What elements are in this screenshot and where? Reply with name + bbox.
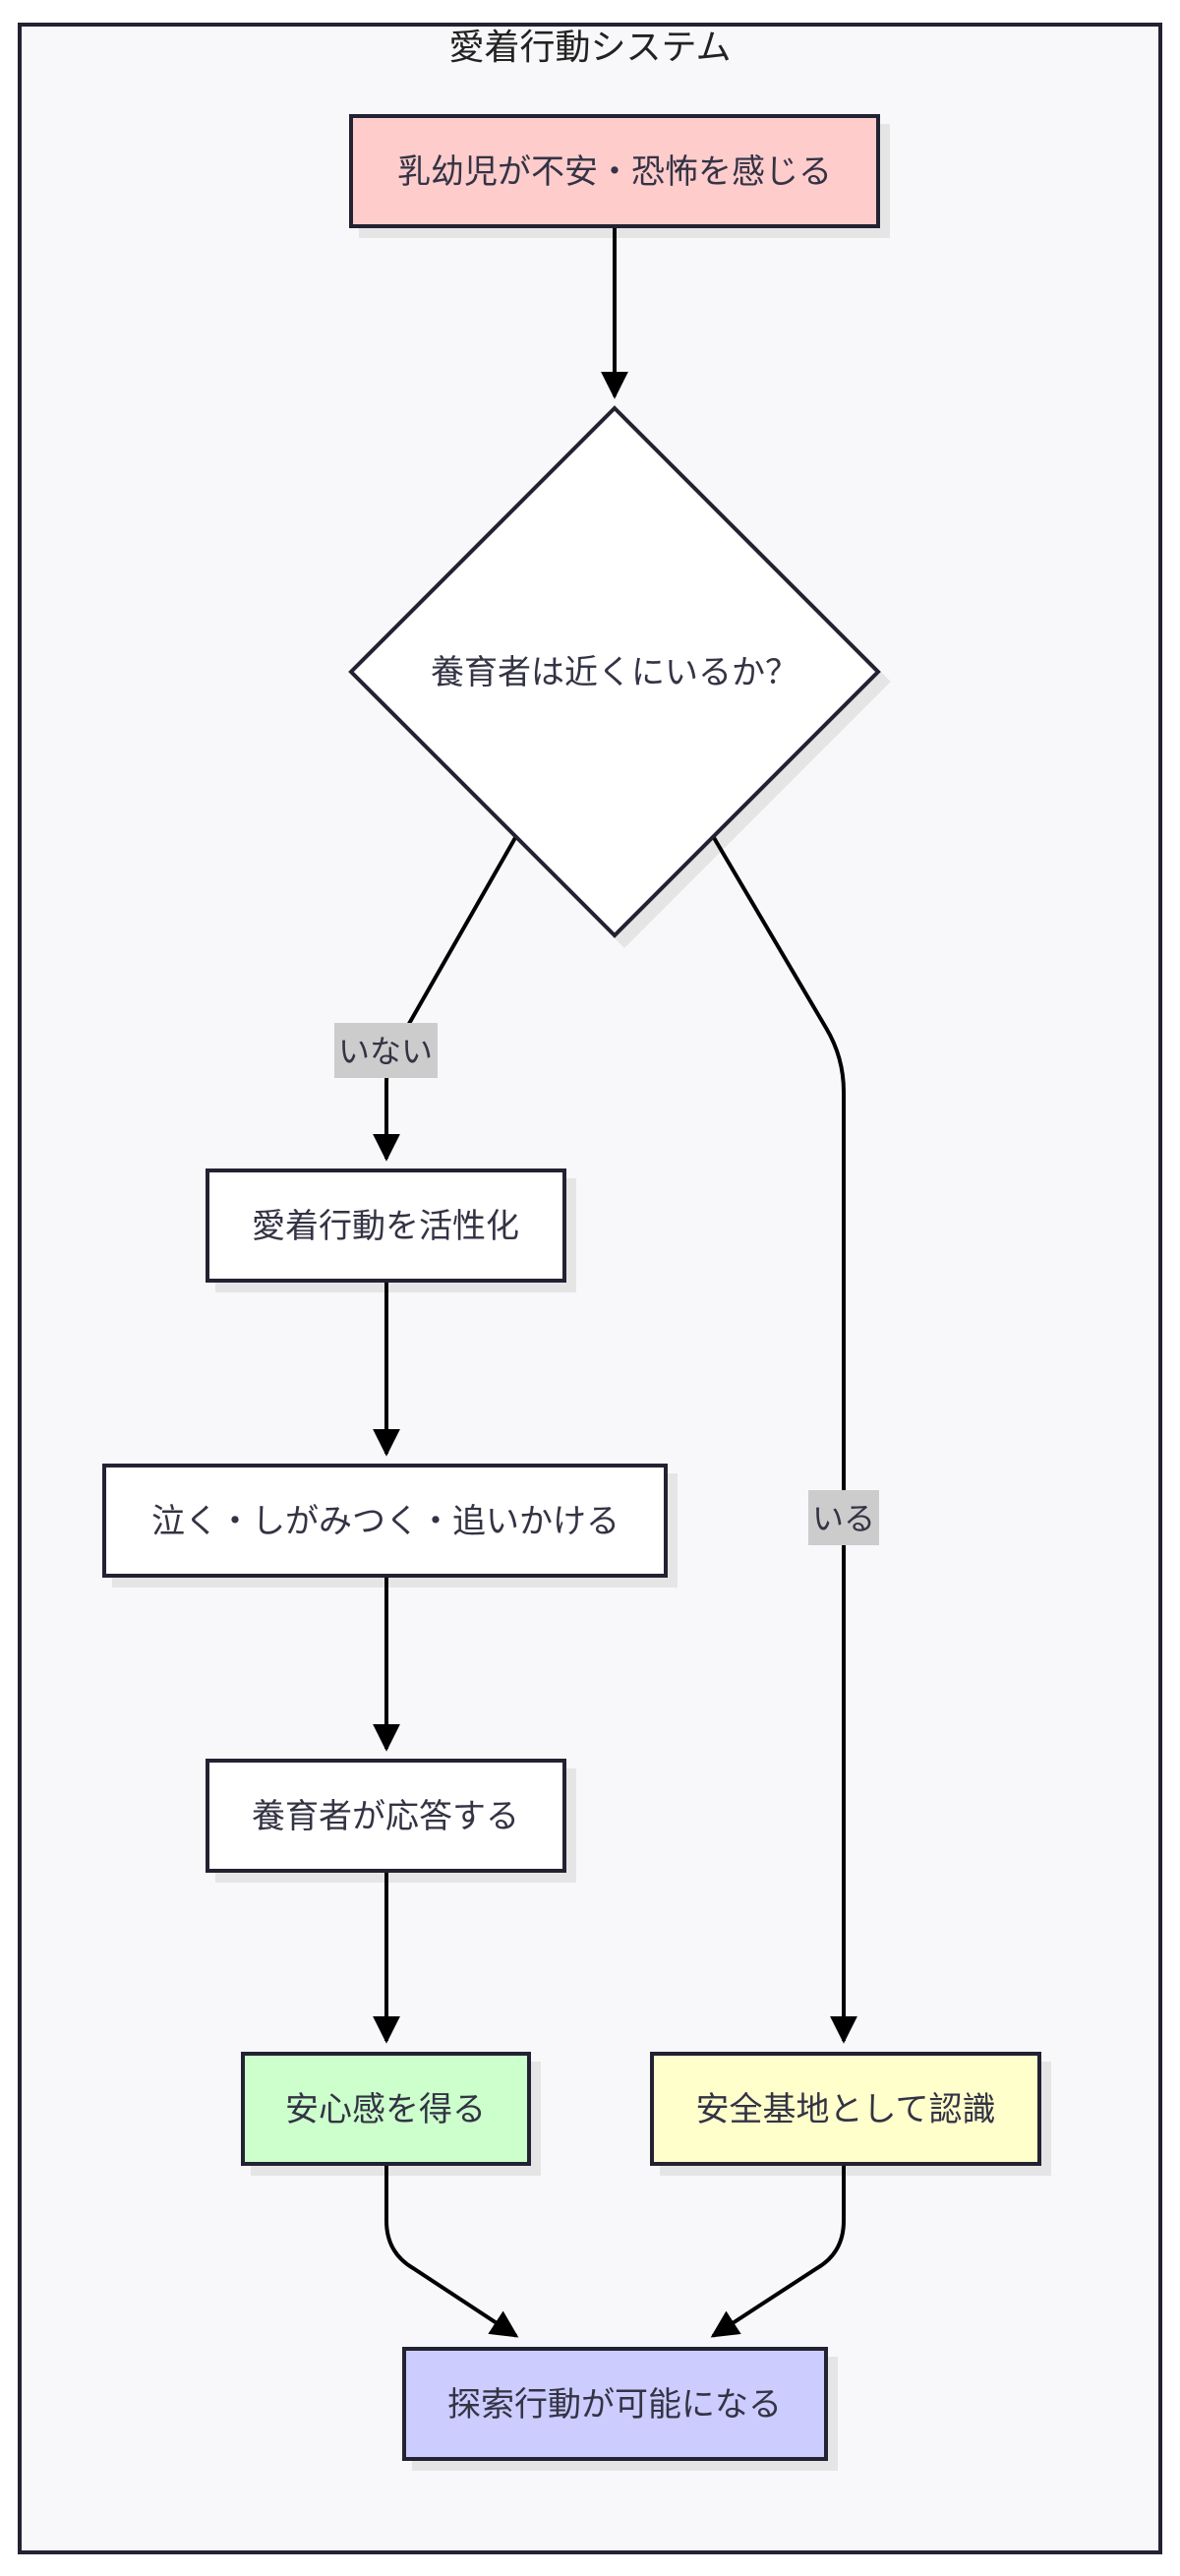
svg-text:いる: いる (812, 1500, 875, 1537)
node-start (349, 114, 880, 228)
edge-decision-to-secure-base (711, 834, 857, 2044)
edge-label-no: いない (334, 1023, 438, 1078)
node-explore-box (402, 2347, 828, 2461)
edge-label-yes: いる (808, 1490, 879, 1545)
edge-relief-to-explore (384, 2162, 519, 2338)
node-respond (206, 1759, 566, 1873)
node-explore-label: 探索行動が可能になる (447, 2385, 782, 2425)
node-activate-label: 愛着行動を活性化 (252, 1207, 519, 1246)
node-respond-label: 養育者が応答する (252, 1797, 519, 1836)
subgraph-container (18, 23, 1162, 2554)
node-start-box (349, 114, 880, 228)
node-relief-box (241, 2052, 531, 2166)
node-activate-box (206, 1168, 566, 1283)
node-behaviors-box (102, 1464, 668, 1578)
node-decision-diamond (348, 405, 881, 938)
node-behaviors (102, 1464, 668, 1578)
node-activate (206, 1168, 566, 1283)
node-secure-base-label: 安全基地として認識 (696, 2090, 996, 2129)
node-behaviors-label: 泣く・しがみつく・追いかける (151, 1502, 620, 1541)
node-explore (402, 2347, 828, 2461)
node-secure-base (650, 2052, 1041, 2166)
svg-text:いない: いない (338, 1033, 433, 1070)
node-respond-box (206, 1759, 566, 1873)
node-start-label: 乳幼児が不安・恐怖を感じる (397, 152, 832, 192)
node-decision-label: 養育者は近くにいるか？ (431, 653, 798, 692)
node-relief (241, 2052, 531, 2166)
node-decision (348, 405, 881, 938)
subgraph-title: 愛着行動システム (449, 28, 732, 68)
edge-secure-base-to-explore (710, 2162, 846, 2338)
node-relief-label: 安心感を得る (285, 2090, 486, 2129)
node-secure-base-box (650, 2052, 1041, 2166)
